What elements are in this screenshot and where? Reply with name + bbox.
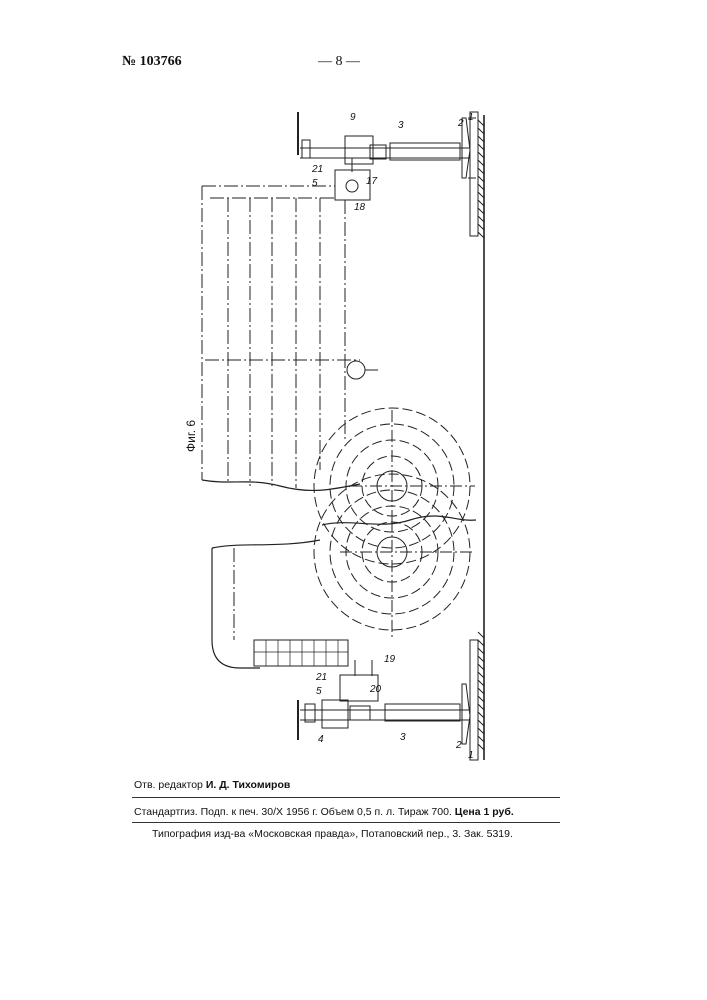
upper-break-line bbox=[202, 480, 360, 490]
callout-label: 18 bbox=[354, 202, 366, 213]
lower-vessel bbox=[212, 540, 348, 668]
callout-label: 4 bbox=[318, 734, 324, 745]
upper-vessel bbox=[202, 186, 360, 488]
editor-name: И. Д. Тихомиров bbox=[206, 779, 291, 791]
editor-line: Отв. редактор И. Д. Тихомиров bbox=[134, 779, 290, 791]
editor-label: Отв. редактор bbox=[134, 779, 203, 791]
base-hatching bbox=[478, 120, 484, 750]
callout-label: 2 bbox=[455, 740, 462, 751]
callout-label: 19 bbox=[384, 654, 396, 665]
callout-label: 17 bbox=[366, 176, 378, 187]
callout-label: 5 bbox=[312, 178, 318, 189]
callout-label: 3 bbox=[400, 732, 406, 743]
callout-label: 3 bbox=[398, 120, 404, 131]
upper-disc bbox=[314, 408, 475, 564]
footer-rule bbox=[132, 822, 560, 823]
imprint-line: Стандартгиз. Подп. к печ. 30/X 1956 г. О… bbox=[134, 806, 514, 818]
roller bbox=[347, 361, 365, 379]
callout-label: 5 bbox=[316, 686, 322, 697]
price: Цена 1 руб. bbox=[455, 806, 514, 818]
callout-label: 1 bbox=[468, 750, 474, 761]
callout-label: 20 bbox=[369, 684, 382, 695]
printer-line: Типография изд-ва «Московская правда», П… bbox=[152, 828, 513, 840]
callout-label: 21 bbox=[311, 164, 323, 175]
mid-break-line bbox=[322, 516, 476, 525]
footer-rule bbox=[132, 797, 560, 798]
callout-label: 2 bbox=[457, 118, 464, 129]
top-jack-assembly bbox=[298, 112, 478, 236]
callout-label: 21 bbox=[315, 672, 327, 683]
callout-label: 1 bbox=[468, 112, 474, 123]
lower-disc bbox=[314, 474, 475, 640]
callout-label: 9 bbox=[350, 112, 356, 123]
imprint-text: Стандартгиз. Подп. к печ. 30/X 1956 г. О… bbox=[134, 806, 452, 818]
